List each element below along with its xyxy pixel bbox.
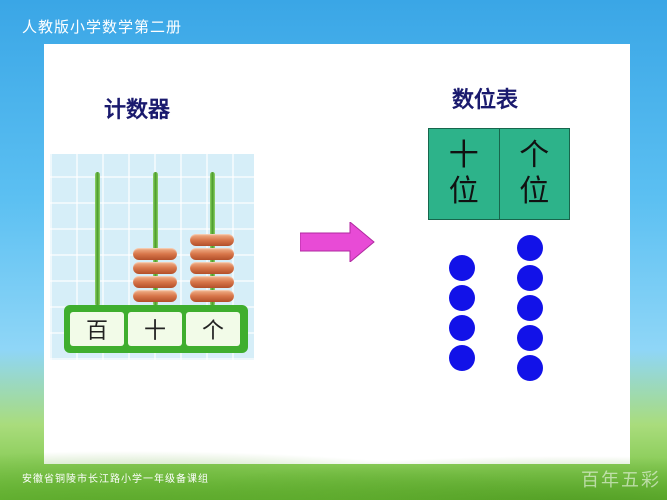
abacus-label-ones: 个 xyxy=(186,312,240,346)
abacus-bead-ones xyxy=(190,248,234,260)
abacus-bead-tens xyxy=(133,276,177,288)
abacus-bead-ones xyxy=(190,276,234,288)
abacus-label-tens: 十 xyxy=(128,312,182,346)
place-column-ones-line1: 个 xyxy=(519,138,550,173)
place-column-tens-line1: 十 xyxy=(448,138,479,173)
footer-text: 安徽省铜陵市长江路小学一年级备课组 xyxy=(22,474,209,485)
abacus-bead-tens xyxy=(133,248,177,260)
abacus-bead-tens xyxy=(133,262,177,274)
place-dot-tens xyxy=(449,345,475,371)
place-column-ones: 个 位 xyxy=(498,129,570,219)
place-dot-ones xyxy=(517,325,543,351)
abacus-rod-tens xyxy=(153,172,158,306)
place-dot-tens xyxy=(449,315,475,341)
abacus-label-hundreds: 百 xyxy=(70,312,124,346)
place-column-tens: 十 位 xyxy=(429,129,499,219)
place-dot-tens xyxy=(449,255,475,281)
place-dot-ones xyxy=(517,355,543,381)
abacus-bead-ones xyxy=(190,234,234,246)
abacus-rod-hundreds xyxy=(95,172,100,306)
abacus-title: 计数器 xyxy=(104,98,171,123)
right-arrow-icon xyxy=(300,222,375,262)
abacus-bead-ones xyxy=(190,262,234,274)
place-value-title: 数位表 xyxy=(452,88,519,113)
watermark: 百年五彩 xyxy=(581,470,661,491)
place-dot-ones xyxy=(517,235,543,261)
abacus-bead-tens xyxy=(133,290,177,302)
place-dot-ones xyxy=(517,295,543,321)
header-title: 人教版小学数学第二册 xyxy=(22,18,183,36)
place-dot-tens xyxy=(449,285,475,311)
grass-decoration xyxy=(0,440,667,500)
place-value-table: 十 位 个 位 xyxy=(428,128,570,220)
place-column-ones-line2: 位 xyxy=(519,174,550,209)
place-column-tens-line2: 位 xyxy=(448,174,479,209)
place-dot-ones xyxy=(517,265,543,291)
abacus-bead-ones xyxy=(190,290,234,302)
